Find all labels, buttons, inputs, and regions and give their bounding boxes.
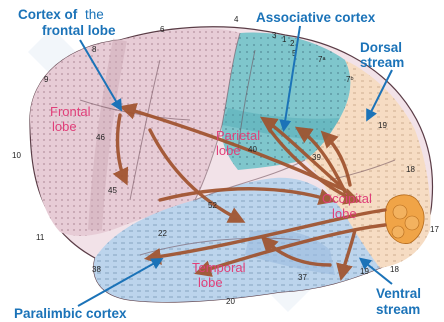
area-7a-number: 7ᵃ xyxy=(318,55,326,64)
callout-ventral-line2: stream xyxy=(376,302,420,317)
area-45-number: 45 xyxy=(108,186,117,195)
occipital-lobe-label: Occipital xyxy=(322,191,372,206)
callout-dorsal-line1: Dorsal xyxy=(360,40,402,55)
area-6-number: 6 xyxy=(160,25,165,34)
area-3-number: 3 xyxy=(272,31,277,40)
occipital-lobe-label-2: lobe xyxy=(332,206,357,221)
area-7b-number: 7ᵇ xyxy=(346,75,353,84)
area-22-number: 22 xyxy=(158,229,167,238)
callout-frontal-cortex-light: the xyxy=(85,7,104,22)
callout-paralimbic-cortex: Paralimbic cortex xyxy=(14,306,127,321)
area-38-number: 38 xyxy=(92,265,101,274)
temporal-lobe-label: Temporal xyxy=(192,260,246,275)
callout-frontal-cortex-line2: frontal lobe xyxy=(42,23,116,38)
area-11-number: 11 xyxy=(36,233,45,242)
area-20-number: 20 xyxy=(226,297,235,306)
area-39-number: 39 xyxy=(312,153,321,162)
area-18b-number: 18 xyxy=(390,265,399,274)
area-19b-number: 19 xyxy=(360,267,369,276)
parietal-lobe-label: Parietal xyxy=(216,128,260,143)
area-2-number: 2 xyxy=(290,39,295,48)
callout-associative-cortex: Associative cortex xyxy=(256,10,376,25)
area-10-number: 10 xyxy=(12,151,21,160)
area-9-number: 9 xyxy=(44,75,49,84)
area-37-number: 37 xyxy=(298,273,307,282)
area-17-number: 17 xyxy=(430,225,439,234)
callout-dorsal-line2: stream xyxy=(360,55,404,70)
area-40-number: 40 xyxy=(248,145,257,154)
area-18-number: 18 xyxy=(406,165,415,174)
callout-ventral-line1: Ventral xyxy=(376,286,421,301)
temporal-lobe-label-2: lobe xyxy=(198,275,223,290)
area-8-number: 8 xyxy=(92,45,97,54)
area-19-number: 19 xyxy=(378,121,387,130)
callout-frontal-cortex: Cortex of the xyxy=(18,7,104,22)
parietal-lobe-label-2: lobe xyxy=(216,143,241,158)
frontal-lobe-label: Frontal xyxy=(50,104,91,119)
area-17-region xyxy=(385,195,424,244)
frontal-lobe-label-2: lobe xyxy=(52,119,77,134)
area-1-number: 1 xyxy=(282,35,287,44)
area-52-number: 52 xyxy=(208,201,217,210)
callout-frontal-cortex-bold: Cortex of xyxy=(18,7,78,22)
area-4-number: 4 xyxy=(234,15,239,24)
area-46-number: 46 xyxy=(96,133,105,142)
